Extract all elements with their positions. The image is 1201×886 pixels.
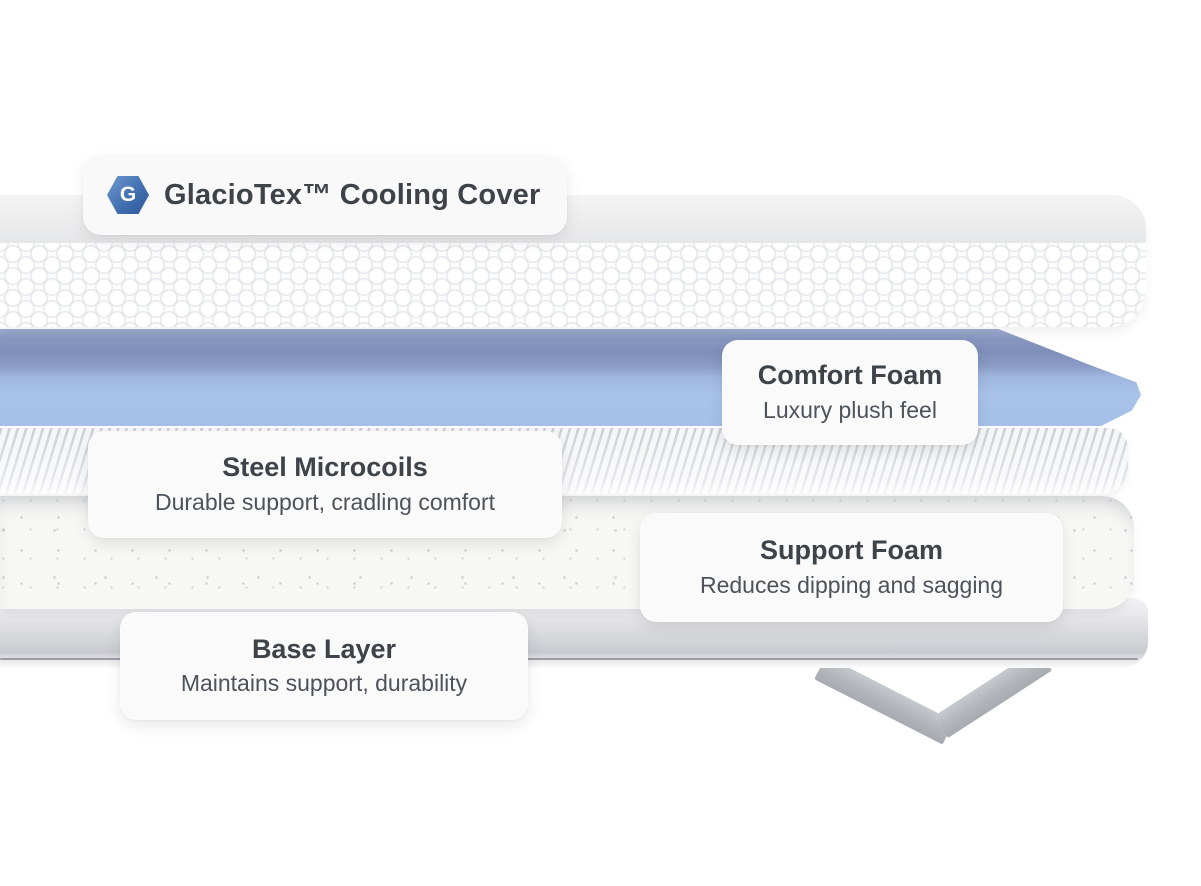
comfort-foam-subtitle: Luxury plush feel: [763, 396, 937, 423]
support-foam-title: Support Foam: [760, 535, 943, 566]
steel-microcoils-title: Steel Microcoils: [222, 452, 428, 483]
glaciotex-icon-letter: G: [119, 183, 137, 206]
label-card-support-foam: Support Foam Reduces dipping and sagging: [640, 513, 1063, 622]
glaciotex-hexagon-icon: G: [107, 176, 149, 214]
cooling-cover-label: GlacioTex™ Cooling Cover: [164, 178, 541, 211]
base-layer-title: Base Layer: [251, 633, 397, 664]
label-card-steel-microcoils: Steel Microcoils Durable support, cradli…: [88, 431, 562, 538]
label-card-comfort-foam: Comfort Foam Luxury plush feel: [722, 340, 978, 445]
base-layer-subtitle: Maintains support, durability: [180, 670, 468, 697]
steel-microcoils-subtitle: Durable support, cradling comfort: [154, 488, 496, 515]
badge-cooling-cover: G GlacioTex™ Cooling Cover: [83, 155, 567, 235]
layer-cooling-cover: [0, 195, 1146, 327]
strap-left-arm: [814, 656, 955, 745]
support-foam-subtitle: Reduces dipping and sagging: [699, 571, 1004, 598]
cooling-cover-quilted-front: [0, 243, 1146, 327]
label-card-base-layer: Base Layer Maintains support, durability: [120, 612, 528, 720]
comfort-foam-title: Comfort Foam: [757, 360, 943, 391]
